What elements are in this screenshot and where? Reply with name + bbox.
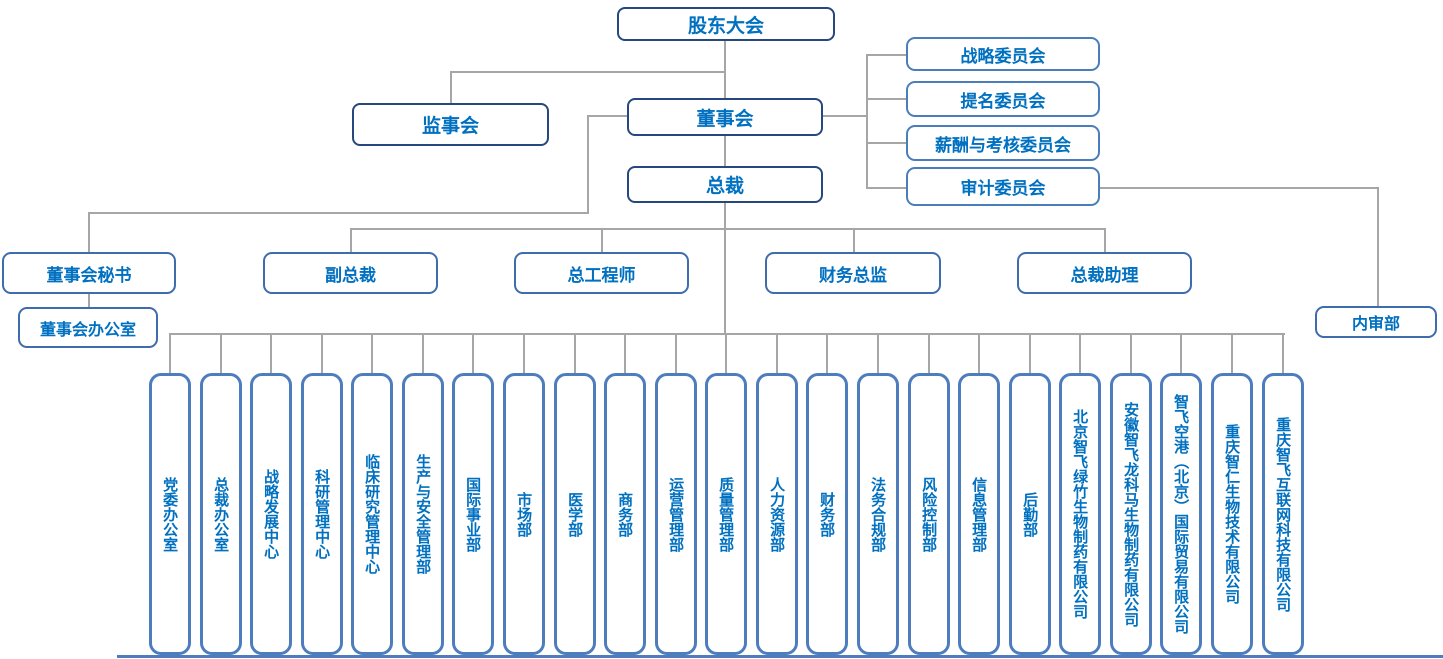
connector-line — [1079, 333, 1081, 373]
connector-line — [350, 228, 1106, 230]
node-compensation-committee: 薪酬与考核委员会 — [906, 125, 1100, 161]
connector-line — [1282, 333, 1284, 373]
connector-line — [853, 228, 855, 252]
department-box: 总裁办公室 — [200, 373, 242, 655]
node-chief-engineer: 总工程师 — [514, 252, 689, 294]
connector-line — [978, 333, 980, 373]
connector-line — [88, 212, 90, 252]
department-box: 临床研究管理中心 — [351, 373, 393, 655]
connector-line — [866, 98, 908, 100]
connector-line — [270, 333, 272, 373]
frame-bottom-edge — [117, 655, 1443, 658]
connector-line — [866, 142, 908, 144]
subsidiary-box: 北京智飞绿竹生物制药有限公司 — [1059, 373, 1101, 655]
connector-line — [450, 71, 726, 73]
connector-line — [169, 333, 171, 373]
connector-line — [675, 333, 677, 373]
connector-line — [724, 203, 726, 333]
connector-line — [1029, 333, 1031, 373]
node-audit-committee: 审计委员会 — [906, 167, 1100, 206]
department-box: 后勤部 — [1009, 373, 1051, 655]
department-box: 生产与安全管理部 — [402, 373, 444, 655]
connector-line — [877, 333, 879, 373]
connector-line — [321, 333, 323, 373]
node-nomination-committee: 提名委员会 — [906, 81, 1100, 117]
node-president: 总裁 — [627, 166, 823, 203]
connector-line — [350, 228, 352, 252]
connector-line — [826, 333, 828, 373]
department-box: 运营管理部 — [655, 373, 697, 655]
node-supervisory-board: 监事会 — [352, 103, 549, 146]
connector-line — [1130, 333, 1132, 373]
connector-line — [1104, 228, 1106, 252]
department-box: 国际事业部 — [452, 373, 494, 655]
connector-line — [88, 293, 90, 307]
connector-line — [624, 333, 626, 373]
connector-line — [724, 136, 726, 166]
connector-line — [601, 228, 603, 252]
connector-line — [823, 115, 868, 117]
department-box: 科研管理中心 — [301, 373, 343, 655]
department-box: 市场部 — [503, 373, 545, 655]
connector-line — [422, 333, 424, 373]
node-strategy-committee: 战略委员会 — [906, 37, 1100, 71]
node-cfo: 财务总监 — [765, 252, 941, 294]
node-vice-president: 副总裁 — [263, 252, 438, 294]
connector-line — [866, 54, 868, 189]
node-board-secretary: 董事会秘书 — [2, 252, 176, 294]
department-box: 风险控制部 — [908, 373, 950, 655]
connector-line — [587, 115, 589, 214]
connector-line — [776, 333, 778, 373]
node-shareholders-meeting: 股东大会 — [617, 7, 835, 41]
subsidiary-box: 重庆智仁生物技术有限公司 — [1211, 373, 1253, 655]
connector-line — [472, 333, 474, 373]
department-box: 信息管理部 — [958, 373, 1000, 655]
connector-line — [450, 71, 452, 103]
connector-line — [866, 54, 908, 56]
connector-line — [1377, 187, 1379, 306]
connector-line — [928, 333, 930, 373]
node-board-office: 董事会办公室 — [18, 307, 158, 348]
node-president-assistant: 总裁助理 — [1017, 252, 1192, 294]
department-box: 法务合规部 — [857, 373, 899, 655]
connector-line — [1100, 187, 1379, 189]
connector-line — [371, 333, 373, 373]
node-board-of-directors: 董事会 — [627, 98, 823, 136]
department-box: 商务部 — [604, 373, 646, 655]
connector-line — [523, 333, 525, 373]
department-box: 人力资源部 — [756, 373, 798, 655]
department-box: 财务部 — [806, 373, 848, 655]
subsidiary-box: 智飞空港（北京）国际贸易有限公司 — [1160, 373, 1202, 655]
connector-line — [574, 333, 576, 373]
department-box: 党委办公室 — [149, 373, 191, 655]
connector-line — [1231, 333, 1233, 373]
node-internal-audit-dept: 内审部 — [1315, 306, 1437, 338]
department-box: 战略发展中心 — [250, 373, 292, 655]
connector-line — [725, 333, 727, 373]
department-box: 医学部 — [554, 373, 596, 655]
subsidiary-box: 重庆智飞互联网科技有限公司 — [1262, 373, 1304, 655]
connector-line — [88, 212, 589, 214]
subsidiary-box: 安徽智飞龙科马生物制药有限公司 — [1110, 373, 1152, 655]
connector-line — [220, 333, 222, 373]
connector-line — [866, 187, 908, 189]
connector-line — [1180, 333, 1182, 373]
connector-line — [170, 333, 1285, 335]
connector-line — [587, 115, 629, 117]
connector-line — [724, 41, 726, 98]
department-box: 质量管理部 — [705, 373, 747, 655]
